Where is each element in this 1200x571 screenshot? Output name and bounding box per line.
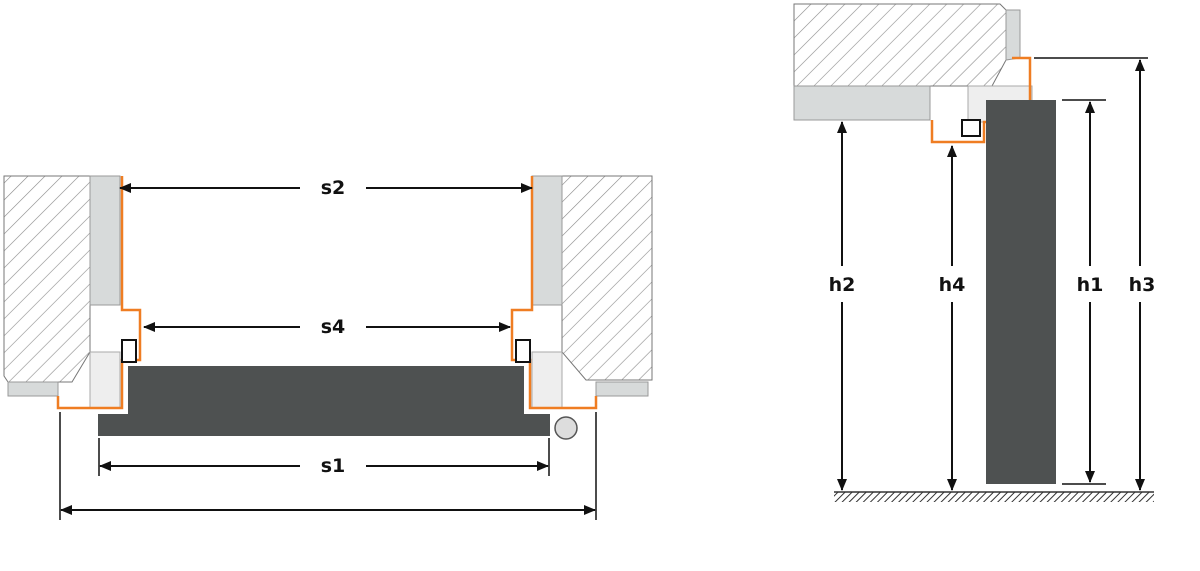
head-frame [793, 85, 931, 121]
right-casing [595, 381, 649, 397]
head-seal-profile [930, 56, 1032, 144]
right-wall [561, 175, 653, 381]
right-frame [531, 175, 563, 306]
left-frame [89, 175, 121, 306]
label-s2: s2 [321, 177, 346, 199]
label-h1: h1 [1077, 274, 1104, 296]
left-gasket [121, 339, 137, 363]
label-h4: h4 [939, 274, 966, 296]
left-casing [7, 381, 59, 397]
left-wall [3, 175, 91, 383]
floor [834, 492, 1154, 502]
right-frame-lower [531, 351, 563, 409]
left-frame-lower [89, 351, 121, 409]
right-gasket [515, 339, 531, 363]
label-h2: h2 [829, 274, 856, 296]
head-frame-side [1005, 9, 1021, 61]
head-gasket [961, 119, 981, 137]
label-s4: s4 [321, 316, 346, 338]
hinge-icon [554, 416, 578, 440]
door-leaf-vertical [986, 100, 1056, 484]
horizontal-section: s2 s4 s1 [3, 175, 653, 520]
label-h3: h3 [1129, 274, 1156, 296]
lintel-wall [793, 3, 1007, 87]
door-leaf-bottom [98, 414, 550, 436]
door-leaf [128, 366, 524, 414]
label-s1: s1 [321, 455, 346, 477]
vertical-section: h2 h4 h1 h3 [793, 3, 1156, 502]
